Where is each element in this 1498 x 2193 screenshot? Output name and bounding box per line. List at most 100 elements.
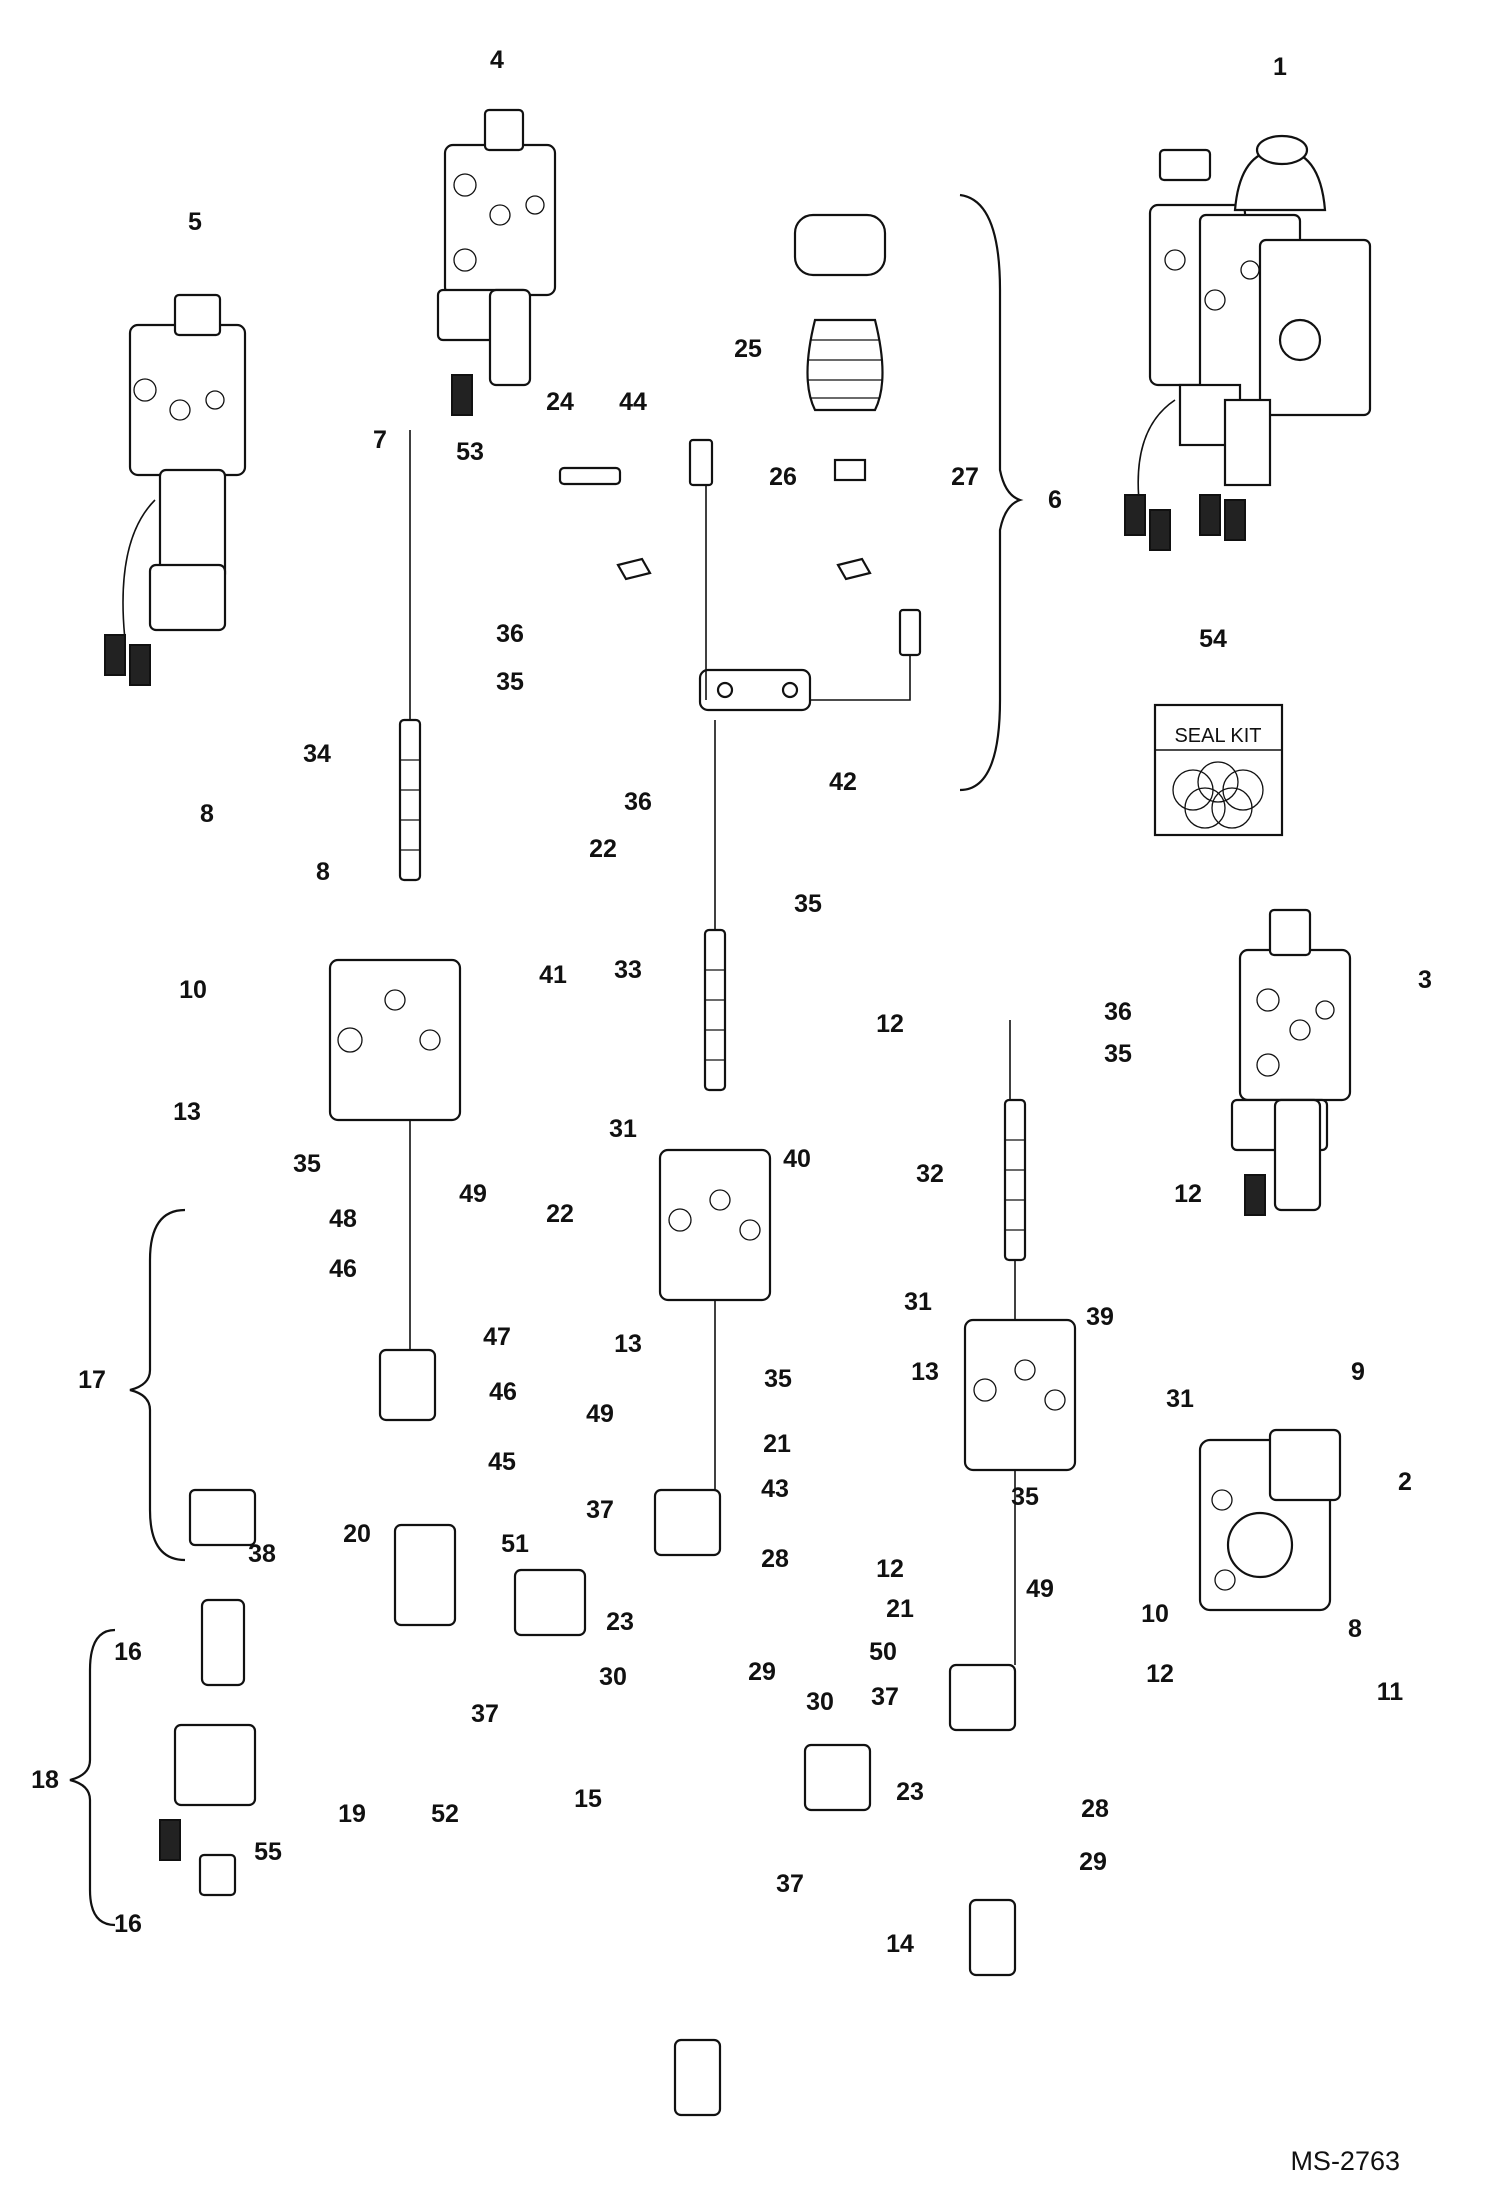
callout-21: 21 (763, 1430, 791, 1458)
callout-10b: 10 (1141, 1600, 1169, 1628)
valve-section-2 (1198, 1428, 1342, 1612)
callout-22: 22 (589, 835, 617, 863)
callout-30: 30 (599, 1663, 627, 1691)
callout-11: 11 (1377, 1678, 1404, 1706)
callout-16b: 16 (114, 1910, 142, 1938)
callout-13b: 13 (614, 1330, 642, 1358)
callout-37d: 37 (776, 1870, 804, 1898)
callout-8: 8 (200, 800, 214, 828)
joystick-group (558, 213, 922, 712)
seal-kit-box: SEAL KIT (1153, 703, 1284, 837)
callout-35: 35 (496, 668, 524, 696)
drawing-reference: MS-2763 (1290, 2146, 1400, 2176)
callout-23: 23 (606, 1608, 634, 1636)
callout-15: 15 (574, 1785, 602, 1813)
callout-33: 33 (614, 956, 642, 984)
callout-40: 40 (783, 1145, 811, 1173)
callout-43: 43 (761, 1475, 789, 1503)
callout-28: 28 (761, 1545, 789, 1573)
callout-8b: 8 (316, 858, 330, 886)
callout-26: 26 (769, 463, 797, 491)
spool-stack-centre (513, 720, 772, 2117)
valve-section-5 (104, 293, 247, 686)
callout-12: 12 (876, 1010, 904, 1038)
callout-7: 7 (373, 426, 387, 454)
callout-13: 13 (173, 1098, 201, 1126)
callout-35e: 35 (764, 1365, 792, 1393)
callout-14: 14 (886, 1930, 914, 1958)
callout-37b: 37 (471, 1700, 499, 1728)
callout-16: 16 (114, 1638, 142, 1666)
callout-6: 6 (1048, 486, 1062, 514)
callout-45: 45 (488, 1448, 516, 1476)
callout-32: 32 (916, 1160, 944, 1188)
callout-24: 24 (546, 388, 574, 416)
callout-37c: 37 (871, 1683, 899, 1711)
callout-36: 36 (496, 620, 524, 648)
callout-13c: 13 (911, 1358, 939, 1386)
callout-5: 5 (188, 208, 202, 236)
callout-10: 10 (179, 976, 207, 1004)
callout-37: 37 (586, 1496, 614, 1524)
callout-29b: 29 (1079, 1848, 1107, 1876)
callout-28b: 28 (1081, 1795, 1109, 1823)
callout-49: 49 (459, 1180, 487, 1208)
callout-49b: 49 (586, 1400, 614, 1428)
callout-49c: 49 (1026, 1575, 1054, 1603)
callout-30b: 30 (806, 1688, 834, 1716)
callout-12c: 12 (876, 1555, 904, 1583)
callout-31: 31 (609, 1115, 637, 1143)
callout-35d: 35 (293, 1150, 321, 1178)
callout-36c: 36 (1104, 998, 1132, 1026)
callout-27: 27 (951, 463, 979, 491)
callout-51: 51 (501, 1530, 529, 1558)
callout-1: 1 (1273, 53, 1287, 81)
spool-stack-left (328, 430, 462, 1627)
callout-36b: 36 (624, 788, 652, 816)
callout-52: 52 (431, 1800, 459, 1828)
callout-38: 38 (248, 1540, 276, 1568)
callout-18: 18 (31, 1766, 59, 1794)
callout-55: 55 (254, 1838, 282, 1866)
brace-6 (959, 193, 1024, 792)
callout-2: 2 (1398, 1468, 1412, 1496)
callout-3: 3 (1418, 966, 1432, 994)
callout-20: 20 (343, 1520, 371, 1548)
brace-17 (129, 1208, 186, 1562)
callouts: 1 2 3 4 5 6 7 8 8 8 9 10 10 11 12 12 12 … (31, 46, 1432, 1958)
callout-39: 39 (1086, 1303, 1114, 1331)
spool-stack-right (803, 1020, 1077, 1977)
callout-9: 9 (1351, 1358, 1365, 1386)
valve-section-4 (436, 108, 557, 416)
callout-12b: 12 (1174, 1180, 1202, 1208)
callout-41: 41 (539, 961, 567, 989)
callout-35f: 35 (1011, 1483, 1039, 1511)
callout-31b: 31 (904, 1288, 932, 1316)
valve-assembly-complete (1124, 134, 1372, 551)
seal-kit-label: SEAL KIT (1174, 725, 1261, 747)
callout-21b: 21 (886, 1595, 914, 1623)
callout-12d: 12 (1146, 1660, 1174, 1688)
callout-42: 42 (829, 768, 857, 796)
callout-22b: 22 (546, 1200, 574, 1228)
callout-53: 53 (456, 438, 484, 466)
callout-31c: 31 (1166, 1385, 1194, 1413)
callout-46b: 46 (489, 1378, 517, 1406)
callout-29: 29 (748, 1658, 776, 1686)
callout-8c: 8 (1348, 1615, 1362, 1643)
callout-50: 50 (869, 1638, 897, 1666)
callout-25: 25 (734, 335, 762, 363)
callout-23b: 23 (896, 1778, 924, 1806)
solenoid-assembly-left (159, 1488, 257, 1897)
callout-44: 44 (619, 388, 647, 416)
callout-4: 4 (490, 46, 504, 74)
callout-19: 19 (338, 1800, 366, 1828)
brace-18 (69, 1628, 116, 1927)
callout-47: 47 (483, 1323, 511, 1351)
callout-35b: 35 (794, 890, 822, 918)
callout-34: 34 (303, 740, 331, 768)
callout-35c: 35 (1104, 1040, 1132, 1068)
callout-46: 46 (329, 1255, 357, 1283)
